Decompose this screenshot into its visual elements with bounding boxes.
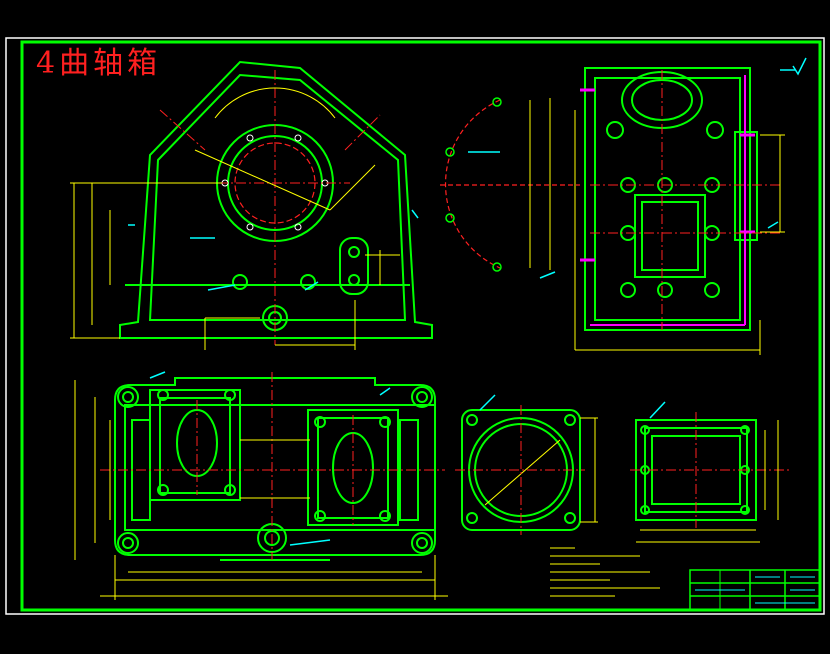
front-view-leaders xyxy=(128,209,419,291)
outer-frame xyxy=(5,37,825,615)
side-view-centerlines xyxy=(590,70,780,330)
side-view-flange-outline xyxy=(440,99,580,269)
side-view xyxy=(584,67,758,331)
section-view-a-marks xyxy=(455,394,598,535)
top-view-centerlines xyxy=(100,372,445,560)
technical-notes xyxy=(550,547,660,597)
roughness-symbol-icon xyxy=(792,57,807,76)
inner-frame xyxy=(20,40,822,612)
side-view-flange-points xyxy=(445,97,502,272)
front-view-dimensions xyxy=(70,87,400,350)
front-view-centerlines xyxy=(159,70,381,345)
top-view-dimensions xyxy=(74,380,448,600)
drawing-title: 4曲轴箱 xyxy=(36,46,162,81)
side-view-hatching xyxy=(580,75,755,326)
top-view xyxy=(114,377,436,561)
front-view xyxy=(119,60,433,339)
section-view-b-marks xyxy=(630,401,790,543)
top-view-leaders xyxy=(149,371,391,546)
side-view-leaders xyxy=(468,69,795,279)
title-block-fill xyxy=(695,576,815,604)
side-view-dimensions xyxy=(529,98,785,355)
